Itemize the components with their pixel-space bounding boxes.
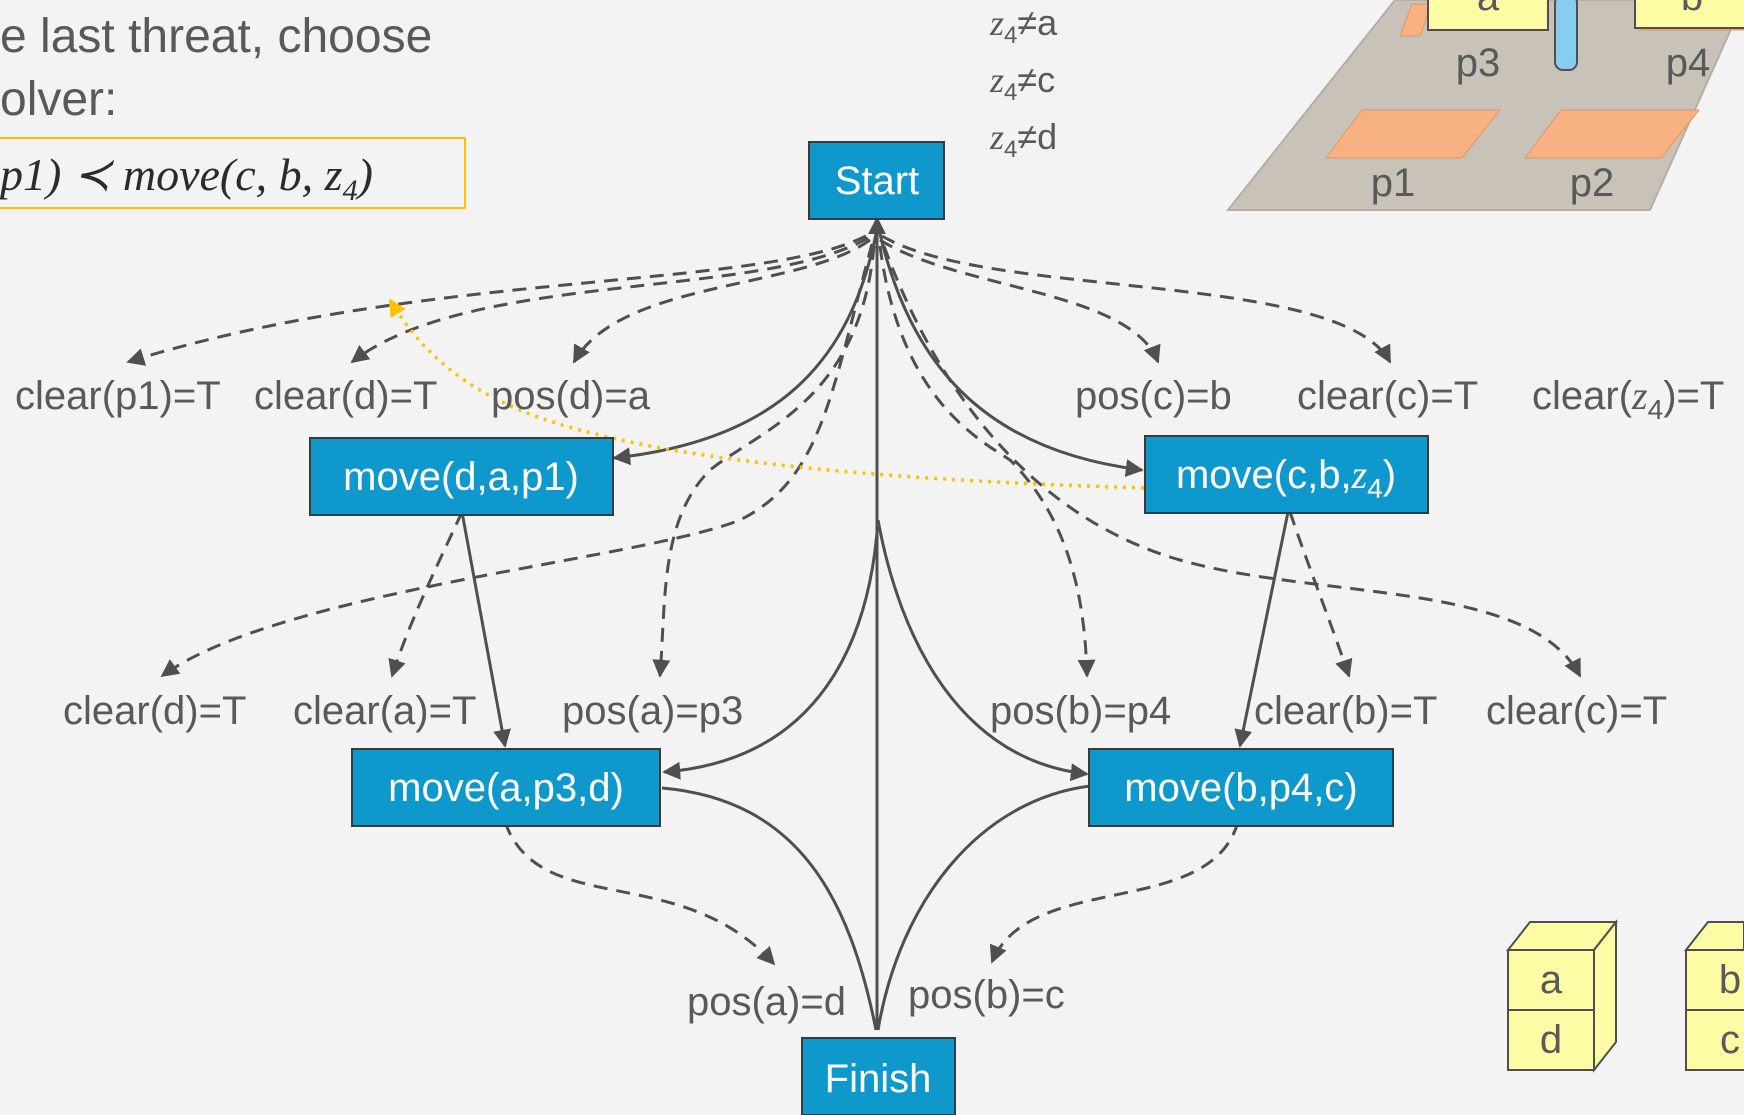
svg-text:Start: Start	[835, 159, 919, 203]
causal-link-arrow	[881, 234, 1392, 364]
cond-pos-b-c: pos(b)=c	[908, 973, 1065, 1017]
goal-block-a-label: a	[1540, 958, 1563, 1002]
svg-text:move(b,p4,c): move(b,p4,c)	[1124, 766, 1357, 810]
table-surface	[1225, 0, 1744, 211]
resolver-formula: p1) ≺ move(c, b, z4)	[0, 149, 373, 207]
place-p2-shape	[1524, 109, 1701, 159]
causal-links-top	[126, 234, 1582, 966]
heading-line-2: olver:	[0, 73, 117, 126]
cond-pos-d-a: pos(d)=a	[491, 374, 651, 418]
goal-block-c-label: c	[1720, 1018, 1740, 1062]
svg-text:move(a,p3,d): move(a,p3,d)	[388, 766, 624, 810]
initial-state-scene: a b p3 p4 p1 p2	[1225, 0, 1744, 211]
node-finish[interactable]: Finish	[801, 1037, 956, 1115]
place-p3-label: p3	[1456, 41, 1501, 85]
goal-block-d-shape	[1507, 1009, 1595, 1071]
svg-text:move(c,b,z4): move(c,b,z4)	[1176, 452, 1396, 504]
node-move-c-b-z4[interactable]: move(c,b,z4)	[1144, 435, 1429, 514]
node-move-b-p4-c[interactable]: move(b,p4,c)	[1088, 748, 1394, 827]
cond-clear-a: clear(a)=T	[293, 689, 476, 733]
place-p4-label: p4	[1666, 41, 1711, 85]
place-p2-label: p2	[1570, 161, 1615, 205]
ordering-arrow	[878, 233, 1144, 477]
cond-pos-a-p3: pos(a)=p3	[562, 689, 743, 733]
block-a-shape	[1427, 0, 1549, 31]
causal-link-arrow	[503, 821, 776, 966]
causal-link-arrow	[652, 245, 876, 678]
goal-block-b-label: b	[1719, 958, 1741, 1002]
causal-link-arrow	[989, 821, 1240, 964]
resolver-box	[0, 137, 466, 209]
goal-state-scene: a d b c	[1505, 919, 1744, 1073]
place-p3-shape	[1399, 3, 1433, 37]
goal-block-a-shape	[1507, 949, 1595, 1011]
block-b-shape	[1634, 0, 1744, 29]
node-start[interactable]: Start	[808, 141, 945, 220]
cond-clear-c-top: clear(c)=T	[1297, 374, 1478, 418]
heading-line-1: e last threat, choose	[0, 10, 432, 63]
svg-text:Finish: Finish	[825, 1057, 932, 1101]
cond-clear-b: clear(b)=T	[1254, 689, 1437, 733]
cond-clear-d-top: clear(d)=T	[254, 374, 437, 418]
place-p1-label: p1	[1371, 161, 1416, 205]
cond-clear-d-mid: clear(d)=T	[63, 689, 246, 733]
gripper-shape	[1554, 0, 1578, 71]
ordering-arrow	[612, 233, 878, 466]
causal-link-arrow	[878, 245, 1096, 678]
causal-link-arrow	[388, 511, 464, 678]
causal-link-arrow	[879, 238, 1161, 364]
ordering-arrow	[661, 786, 878, 1031]
block-a-label: a	[1477, 0, 1500, 19]
ordering-arrow	[876, 784, 1091, 1031]
causal-link-arrow	[572, 238, 871, 364]
cond-pos-a-d: pos(a)=d	[687, 980, 846, 1024]
svg-text:move(d,a,p1): move(d,a,p1)	[343, 455, 579, 499]
constraint-z4-d: z4≠d	[989, 116, 1057, 163]
causal-link-arrow	[126, 234, 867, 366]
cond-clear-z4: clear(z4)=T	[1532, 373, 1724, 425]
causal-link-arrow	[350, 236, 869, 364]
causal-link-arrow	[160, 243, 874, 678]
cond-clear-p1: clear(p1)=T	[15, 374, 221, 418]
goal-block-c-shape	[1685, 1009, 1744, 1071]
block-b-label: b	[1681, 0, 1703, 19]
ordering-edges	[460, 216, 1290, 1031]
cond-pos-b-p4: pos(b)=p4	[990, 689, 1171, 733]
ordering-arrow	[460, 511, 511, 748]
cond-clear-c-mid: clear(c)=T	[1486, 689, 1667, 733]
ordering-arrow	[1234, 511, 1290, 748]
ordering-arrow	[662, 519, 880, 780]
ordering-arrow	[876, 519, 1089, 782]
node-move-a-p3-d[interactable]: move(a,p3,d)	[351, 748, 661, 827]
place-p1-shape	[1325, 109, 1502, 159]
constraint-z4-c: z4≠c	[989, 59, 1055, 106]
node-move-d-a-p1[interactable]: move(d,a,p1)	[309, 437, 614, 516]
cond-pos-c-b: pos(c)=b	[1075, 374, 1232, 418]
causal-link-arrow	[1288, 511, 1353, 678]
goal-block-d-label: d	[1540, 1018, 1562, 1062]
constraint-z4-a: z4≠a	[989, 2, 1058, 49]
